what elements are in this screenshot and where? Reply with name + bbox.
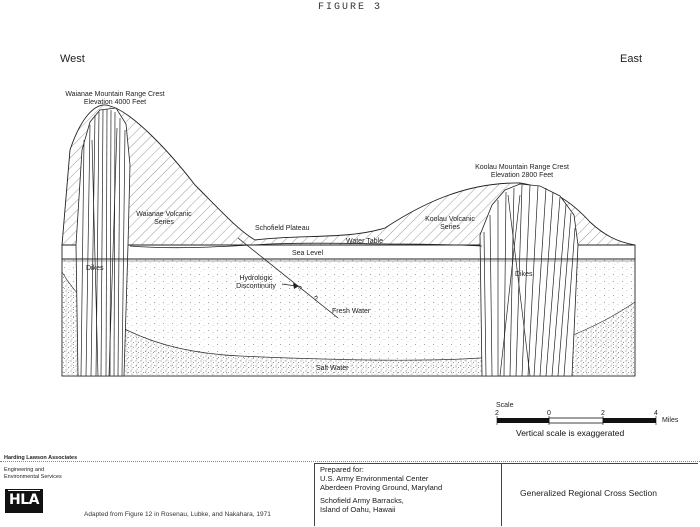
hla-logo: HLA — [5, 489, 43, 513]
figure-label: FIGURE 3 — [317, 2, 382, 13]
hydrologic-discontinuity-label: Hydrologic Discontinuity — [228, 275, 284, 291]
koolau-volcanic-line2: Series — [440, 224, 460, 231]
koolau-volcanic-line1: Koolau Volcanic — [425, 216, 475, 223]
west-label: West — [60, 53, 85, 65]
waianae-crest-line2: Elevation 4000 Feet — [83, 99, 147, 106]
prepared-for-box: Prepared for: U.S. Army Environmental Ce… — [314, 463, 502, 526]
scale-note: Vertical scale is exaggerated — [516, 428, 625, 438]
waianae-volcanic-label: Waianae Volcanic Series — [132, 211, 196, 227]
scale-title: Scale — [496, 402, 514, 409]
scale-unit: Miles — [662, 417, 679, 424]
waianae-crest-label: Waianae Mountain Range Crest Elevation 4… — [50, 91, 180, 107]
water-table-label: Water Table — [346, 238, 383, 245]
hydrologic-line2: Discontinuity — [236, 283, 276, 290]
prepared-line1: U.S. Army Environmental Center — [320, 474, 429, 483]
hydrologic-discontinuity-arrowhead — [293, 283, 299, 289]
source-credit: Adapted from Figure 12 in Rosenau, Lubke… — [84, 511, 271, 518]
hla-logo-bar — [8, 490, 40, 491]
schofield-plateau-label: Schofield Plateau — [255, 225, 310, 232]
footer-divider — [0, 461, 700, 462]
dikes-east-label: Dikes — [515, 271, 533, 278]
scale-tick-1: 0 — [547, 410, 551, 417]
east-label: East — [620, 53, 643, 65]
firm-line2: Environmental Services — [4, 474, 62, 480]
sea-level-label: Sea Level — [292, 250, 324, 257]
prepared-line3: Schofield Army Barracks, — [320, 496, 404, 505]
water-table-line — [129, 242, 483, 249]
hla-logo-text: HLA — [9, 492, 39, 508]
waianae-volcanic-line1: Waianae Volcanic — [136, 211, 192, 218]
prepared-line4: Island of Oahu, Hawaii — [320, 505, 396, 514]
dikes-west-label: Dikes — [86, 265, 104, 272]
east-dike-lines — [483, 184, 576, 377]
hydrologic-line1: Hydrologic — [239, 275, 273, 282]
scale-tick-2: 2 — [601, 410, 605, 417]
koolau-volcanic-label: Koolau Volcanic Series — [420, 216, 480, 232]
waianae-volcanic-line2: Series — [154, 219, 174, 226]
koolau-crest-label: Koolau Mountain Range Crest Elevation 28… — [460, 164, 584, 180]
koolau-crest-line2: Elevation 2800 Feet — [490, 172, 554, 179]
waianae-crest-line1: Waianae Mountain Range Crest — [65, 91, 165, 98]
document-title: Generalized Regional Cross Section — [520, 488, 658, 498]
hydrologic-discontinuity-line — [237, 237, 339, 319]
firm-name: Harding Lawson Associates — [4, 455, 78, 461]
west-dike-lines — [80, 108, 126, 377]
prepared-heading: Prepared for: — [320, 465, 364, 474]
scale-tick-0: 2 — [495, 410, 499, 417]
firm-line1: Engineering and — [4, 467, 45, 473]
question-mark-upper: ? — [298, 286, 302, 293]
prepared-line2: Aberdeen Proving Ground, Maryland — [320, 483, 443, 492]
scale-tick-3: 4 — [654, 410, 658, 417]
salt-water-label: Salt Water — [316, 365, 349, 372]
fresh-water-label: Fresh Water — [332, 308, 371, 315]
document-title-box: Generalized Regional Cross Section — [500, 463, 698, 526]
scale-bar — [496, 416, 657, 425]
koolau-crest-line1: Koolau Mountain Range Crest — [475, 164, 569, 171]
question-mark-lower: ? — [314, 296, 318, 303]
